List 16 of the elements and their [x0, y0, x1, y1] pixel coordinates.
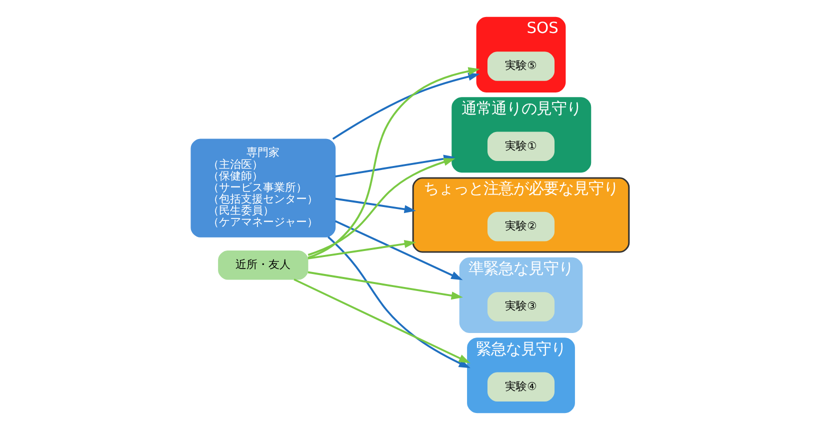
node-box: 実験① — [486, 132, 554, 162]
arrow — [332, 72, 480, 140]
arrow — [327, 236, 470, 368]
arrow — [307, 158, 455, 256]
arrow — [334, 198, 416, 214]
node-box: 実験② — [486, 212, 554, 242]
node-box: 実験⑤ — [486, 52, 554, 81]
node-box: 近所・友人 — [218, 250, 308, 280]
node-box: 実験④ — [486, 372, 554, 402]
arrow — [293, 278, 470, 364]
node-box: 実験③ — [486, 292, 554, 322]
arrow — [334, 220, 462, 280]
arrow — [307, 240, 416, 260]
arrow — [307, 271, 462, 300]
arrow — [307, 67, 480, 259]
node-box: 専門家 （主治医） （保健師） （サービス事業所） （包括支援センター） （民生委員） （ケアマネージャー） — [190, 138, 336, 238]
